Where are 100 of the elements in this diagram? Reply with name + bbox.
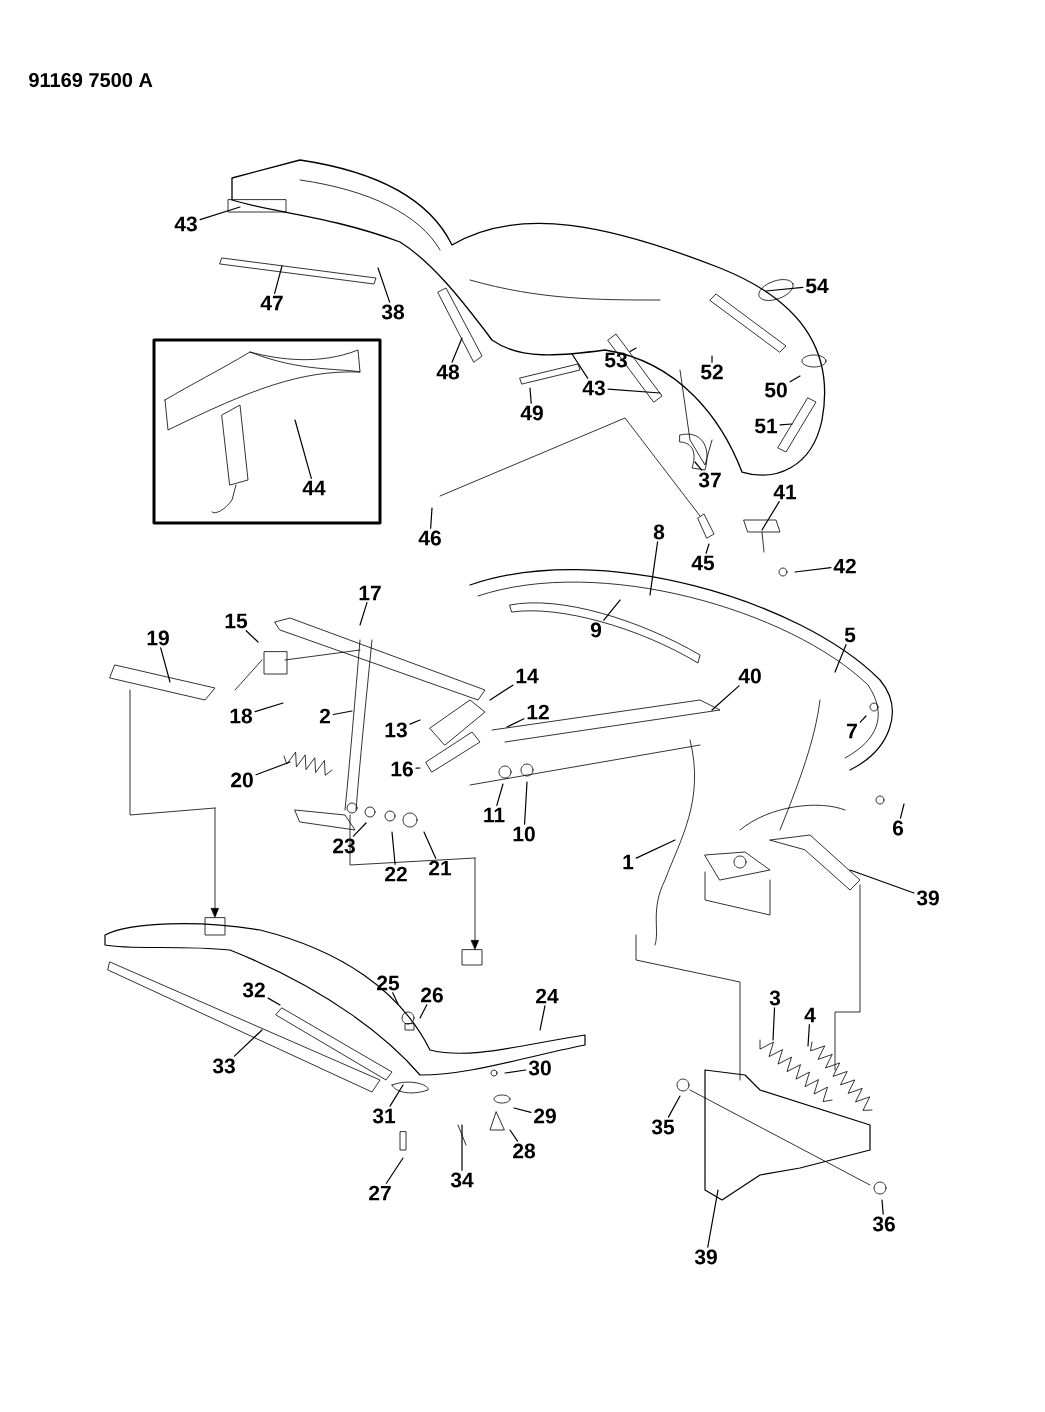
leader-line [881,1199,884,1215]
callout-number: 45 [691,555,715,571]
leader-line [359,602,368,626]
callout-number: 41 [773,484,797,500]
leader-line [496,783,504,806]
callout-number: 5 [844,627,856,643]
leader-line [504,1069,527,1074]
callout-number: 26 [421,987,443,1003]
leader-line [761,501,780,531]
leader-line [509,1129,519,1142]
leader-line [694,461,703,471]
figure-number: 91169 7500 A [29,72,153,88]
callout-number: 32 [242,982,265,998]
leader-line [539,1005,546,1031]
leader-line [711,355,713,363]
callout-number: 13 [385,722,407,738]
leader-line [513,1107,532,1113]
callout-number: 27 [369,1185,391,1201]
leader-line [423,831,437,859]
callout-number: 31 [372,1108,396,1124]
leader-line [789,375,801,383]
callout-number: 43 [174,216,197,232]
leader-line [451,337,463,363]
callout-number: 17 [359,585,381,601]
callout-number: 30 [528,1060,551,1076]
callout-number: 47 [260,295,283,311]
callout-number: 44 [302,480,326,496]
leader-line [807,1024,810,1047]
callout-number: 37 [698,472,721,488]
callout-number: 6 [892,820,904,836]
leader-line [603,599,621,621]
leader-line [834,644,847,673]
leader-line [849,869,915,894]
callout-number: 39 [694,1249,717,1265]
leader-line [635,839,676,859]
callout-number: 7 [847,723,857,739]
leader-line [707,1189,719,1248]
callout-number: 52 [700,364,723,380]
leader-line [233,1029,263,1057]
leader-line [377,267,391,303]
leader-line [389,1084,404,1107]
callout-number: 1 [623,854,634,870]
leader-line [859,715,867,723]
leader-line [779,423,793,426]
callout-number: 51 [754,418,778,434]
callout-number: 3 [769,990,781,1006]
leader-line [523,781,528,825]
leader-line [667,1095,681,1118]
callout-number: 2 [319,708,330,724]
callout-number: 24 [536,988,559,1004]
leader-line [385,1157,404,1184]
leader-line [529,387,532,404]
leader-line [274,265,283,294]
leader-line [352,822,367,837]
leader-line [254,702,284,713]
leader-line [391,831,396,865]
callout-number: 43 [582,380,605,396]
leader-line [705,543,710,554]
leader-line [629,347,637,353]
callout-number: 28 [513,1143,536,1159]
callout-number: 25 [377,975,400,991]
leader-line [649,541,659,596]
leader-line [332,710,353,716]
leader-line [794,567,832,573]
leader-line [899,803,905,819]
leader-line [607,388,661,394]
leader-line [711,685,740,711]
leader-line [267,997,281,1006]
leader-line [294,419,312,479]
callout-number: 29 [534,1108,556,1124]
callout-number: 8 [653,524,665,540]
callout-number: 49 [520,405,543,421]
leader-line [489,684,514,701]
leader-line [160,647,171,683]
leader-line [245,630,259,643]
callout-number: 4 [804,1007,816,1023]
callout-number: 23 [333,838,355,854]
leader-line [571,353,589,379]
callout-number: 22 [385,866,407,882]
callout-number: 15 [225,613,248,629]
leader-line [461,1124,463,1171]
leader-line [199,206,241,221]
callout-number: 14 [516,668,539,684]
callout-number: 34 [450,1172,474,1188]
callout-number: 11 [484,807,505,823]
callout-number: 48 [436,364,460,380]
callout-number: 20 [231,772,253,788]
callout-number: 53 [604,352,627,368]
callout-number: 9 [590,622,602,638]
leader-line [255,761,291,776]
callout-number: 35 [651,1119,675,1135]
leader-line [772,1007,776,1041]
leader-line [415,767,421,769]
callout-number: 16 [391,761,413,777]
leader-line [506,718,525,728]
callout-number: 18 [230,708,252,724]
leader-line [392,992,399,1005]
callout-number: 12 [527,704,549,720]
leader-line [409,719,421,725]
callout-number: 19 [147,630,169,646]
